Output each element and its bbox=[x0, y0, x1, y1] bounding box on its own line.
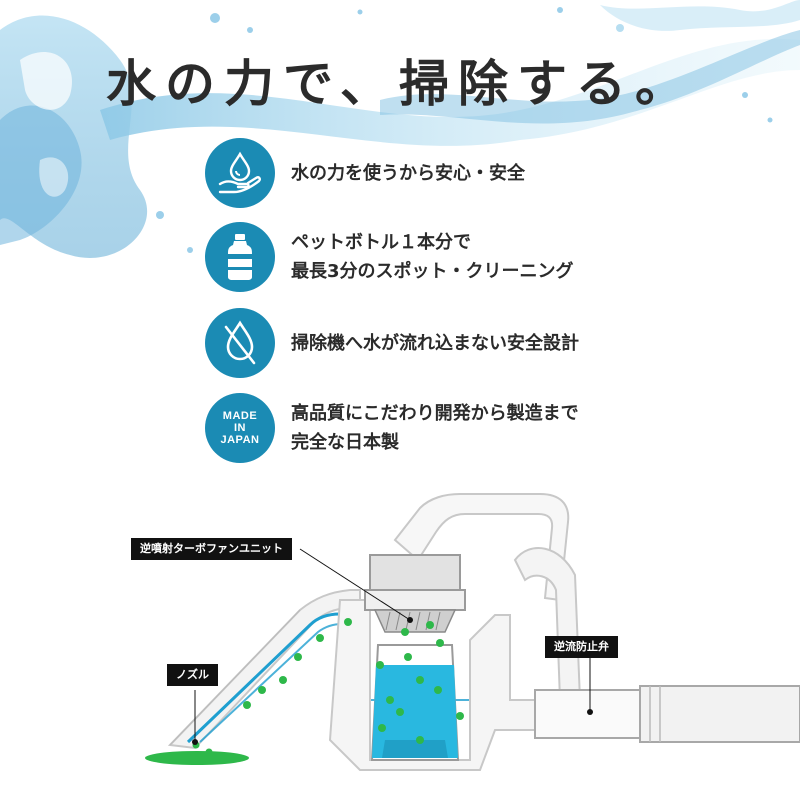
badge-line: IN bbox=[233, 422, 246, 434]
fan-unit-label: 逆噴射ターボファンユニット bbox=[131, 538, 292, 560]
feature-text: 掃除機へ水が流れ込まない安全設計 bbox=[291, 308, 579, 378]
no-water-drop-icon bbox=[205, 308, 275, 378]
feature-line: 水の力を使うから安心・安全 bbox=[291, 162, 525, 184]
water-spill bbox=[145, 751, 249, 765]
water-droplets bbox=[192, 618, 464, 756]
feature-text: ペットボトル１本分で 最長3分のスポット・クリーニング bbox=[291, 222, 574, 292]
feature-line: 最長3分のスポット・クリーニング bbox=[291, 261, 574, 282]
feature-item: 水の力を使うから安心・安全 bbox=[205, 138, 625, 214]
water-splash-image bbox=[0, 0, 800, 258]
water-bottle-icon bbox=[205, 222, 275, 292]
nozzle-label: ノズル bbox=[167, 664, 218, 686]
feature-line: 高品質にこだわり開発から製造まで bbox=[291, 403, 579, 424]
check-valve-label: 逆流防止弁 bbox=[545, 636, 618, 658]
water-drop-hand-icon bbox=[205, 138, 275, 208]
feature-line: ペットボトル１本分で bbox=[291, 232, 471, 253]
page-headline: 水の力で、掃除する。 bbox=[106, 55, 694, 113]
feature-text: 水の力を使うから安心・安全 bbox=[291, 138, 525, 208]
feature-text: 高品質にこだわり開発から製造まで 完全な日本製 bbox=[291, 393, 579, 463]
made-in-japan-badge: MADE IN JAPAN bbox=[205, 393, 275, 463]
badge-line: JAPAN bbox=[220, 434, 260, 446]
feature-item: MADE IN JAPAN 高品質にこだわり開発から製造まで 完全な日本製 bbox=[205, 393, 625, 469]
feature-line: 掃除機へ水が流れ込まない安全設計 bbox=[291, 332, 579, 354]
badge-line: MADE bbox=[222, 410, 258, 422]
cleaner-cutaway-diagram bbox=[145, 493, 800, 771]
feature-line: 完全な日本製 bbox=[291, 432, 399, 453]
feature-item: 掃除機へ水が流れ込まない安全設計 bbox=[205, 308, 625, 384]
feature-item: ペットボトル１本分で 最長3分のスポット・クリーニング bbox=[205, 222, 625, 298]
